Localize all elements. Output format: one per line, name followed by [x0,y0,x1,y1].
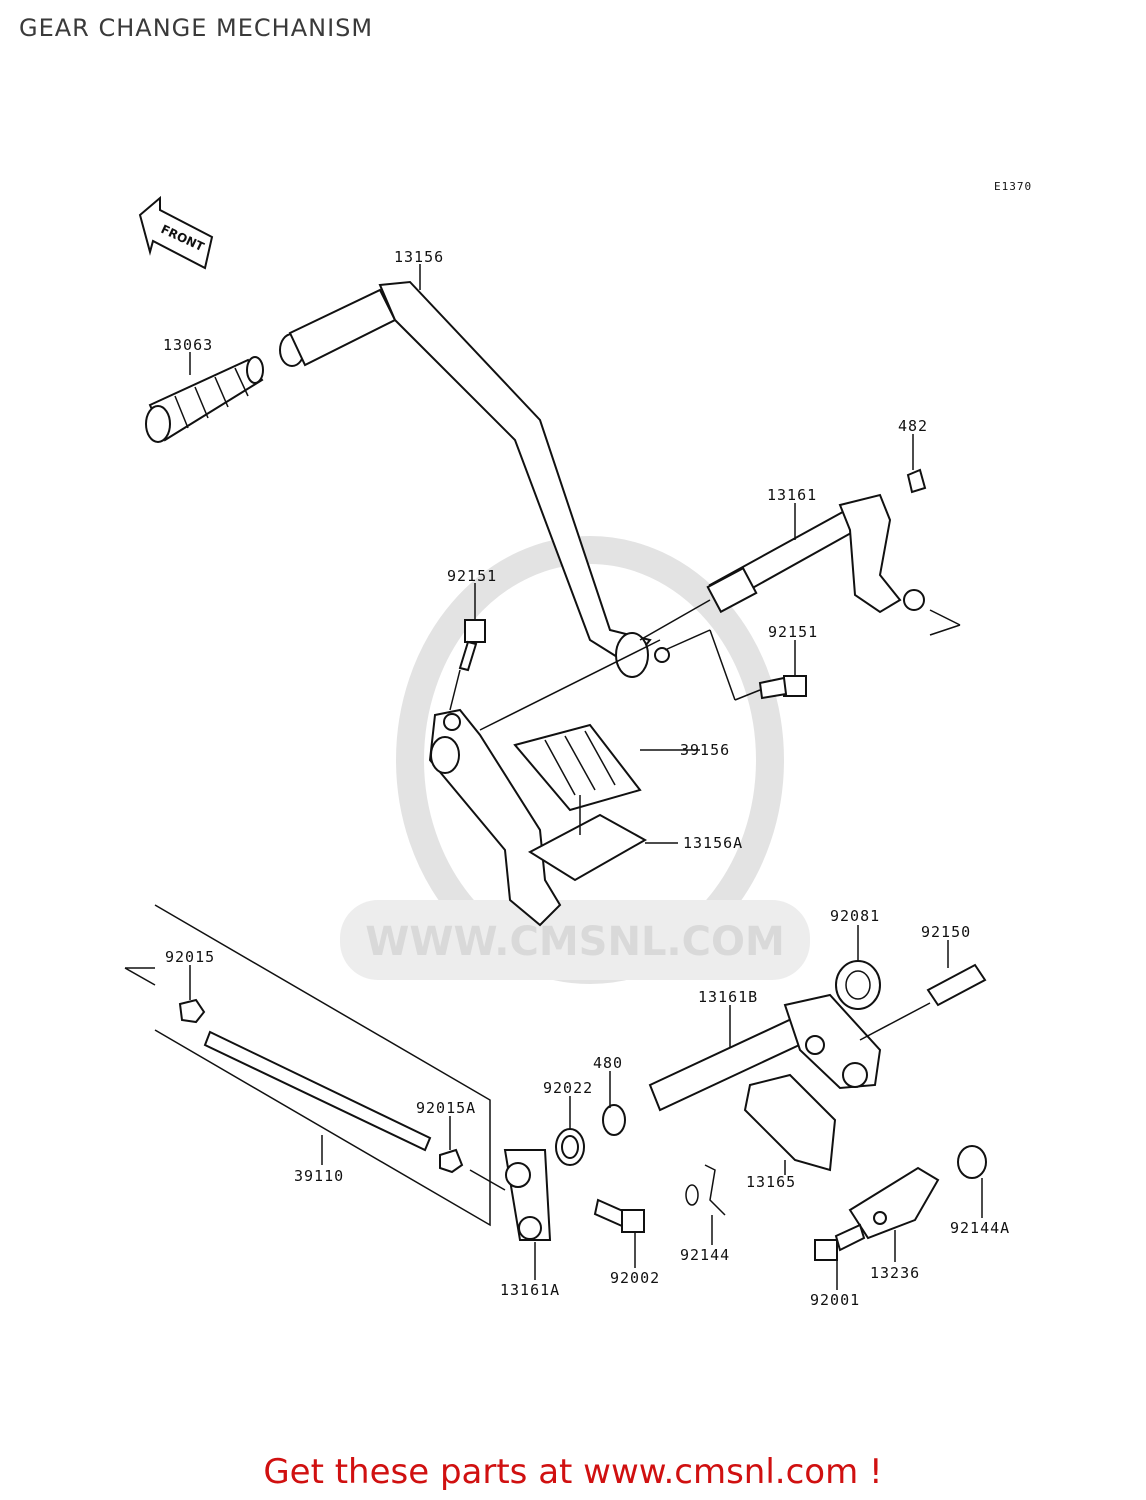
shift-shaft-13161B [648,993,882,1112]
label-13156A: 13156A [683,834,743,852]
label-92150: 92150 [921,923,971,941]
label-92144: 92144 [680,1246,730,1264]
lever-13236 [848,1166,940,1240]
foot-peg-rubber [145,356,264,443]
watermark: WWW.CMSNL.COM [340,536,810,984]
label-13236: 13236 [870,1264,920,1282]
label-480: 480 [593,1054,623,1072]
plate-13156A [527,813,648,882]
label-92081: 92081 [830,907,880,925]
label-92151-top: 92151 [447,567,497,585]
label-482: 482 [898,417,928,435]
page-title: GEAR CHANGE MECHANISM [19,14,374,42]
bolt-92151-right [758,675,807,700]
label-92144A: 92144A [950,1219,1010,1237]
spring-92081 [835,960,881,1010]
plate-13165 [743,1073,837,1172]
spring-92144 [685,1164,726,1216]
label-13161B: 13161B [698,988,758,1006]
label-13161: 13161 [767,486,817,504]
diagram-code: E1370 [994,180,1032,193]
label-13165: 13165 [746,1173,796,1191]
brake-pedal-arm [428,708,562,927]
footer-link-text[interactable]: Get these parts at www.cmsnl.com ! [263,1452,883,1492]
label-39110: 39110 [294,1167,344,1185]
watermark-text: WWW.CMSNL.COM [365,919,785,965]
tie-rod-39110 [154,904,491,1227]
circlip-480 [602,1104,626,1136]
shift-shaft-13161 [706,468,927,614]
bolt-92151-top [458,619,486,672]
front-arrow-icon: FRONT [138,195,214,270]
shift-pedal [279,280,670,678]
label-39156: 39156 [680,741,730,759]
label-92022: 92022 [543,1079,593,1097]
pin-92150 [926,963,987,1007]
label-92001: 92001 [810,1291,860,1309]
spring-92144A [957,1145,987,1179]
label-92015A: 92015A [416,1099,476,1117]
bolt-92002 [593,1198,645,1233]
washer-92022 [555,1128,585,1166]
label-92002: 92002 [610,1269,660,1287]
leader-lines [124,264,983,1290]
label-13063: 13063 [163,336,213,354]
label-92015: 92015 [165,948,215,966]
label-13161A: 13161A [500,1281,560,1299]
label-13156: 13156 [394,248,444,266]
arm-13161A [503,1149,552,1241]
label-92151-right: 92151 [768,623,818,641]
pedal-pad-39156 [513,723,642,812]
bolt-92001 [814,1223,866,1261]
